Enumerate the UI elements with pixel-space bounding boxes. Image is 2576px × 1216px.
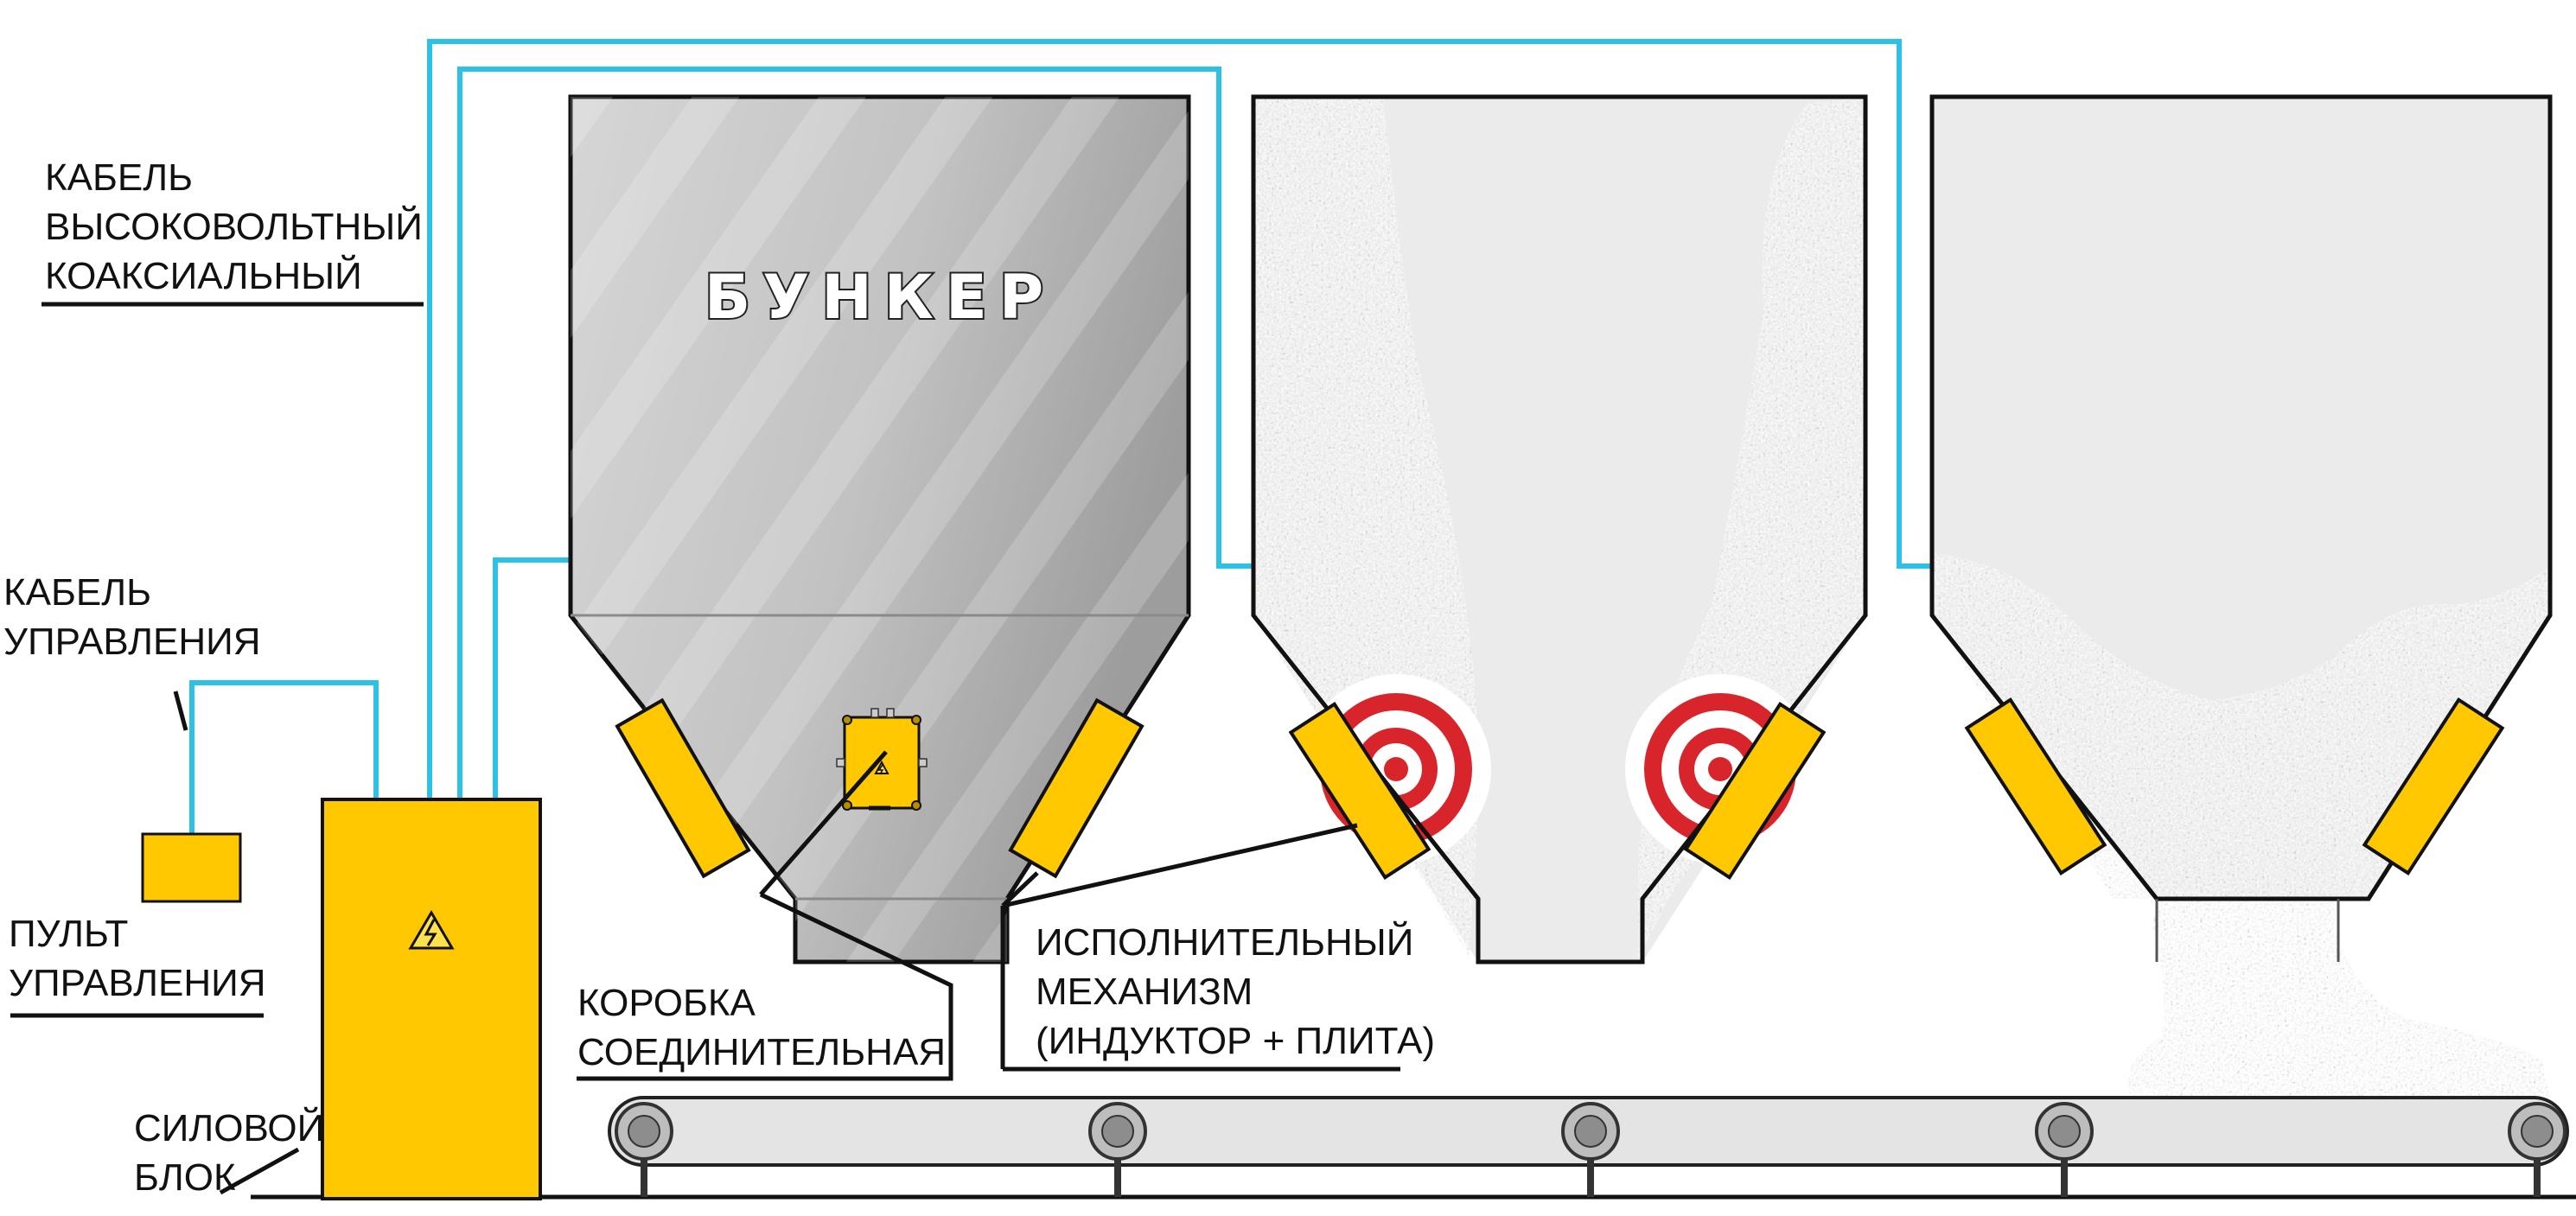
conveyor-roller	[1088, 1102, 1147, 1197]
conveyor-roller	[1561, 1102, 1620, 1197]
label-line: КАБЕЛЬ	[45, 156, 193, 199]
inductor-plate-right	[1008, 697, 1145, 879]
bunker-1: БУНКЕР	[568, 94, 1191, 965]
label-line: КОАКСИАЛЬНЫЙ	[45, 253, 362, 297]
label-hv-coaxial-cable: КАБЕЛЬ ВЫСОКОВОЛЬТНЫЙ КОАКСИАЛЬНЫЙ	[45, 156, 423, 297]
label-line: ВЫСОКОВОЛЬТНЫЙ	[45, 204, 423, 248]
control-cable	[189, 680, 379, 836]
label-power-unit: СИЛОВОЙ БЛОК	[134, 1105, 324, 1199]
hv-cable-to-bunker-2	[457, 67, 1253, 799]
label-line: МЕХАНИЗМ	[1036, 971, 1253, 1013]
inductor-plate-left	[1964, 697, 2107, 875]
high-voltage-warning-icon	[874, 760, 889, 775]
conveyor-roller	[2035, 1102, 2094, 1197]
bunker-title: БУНКЕР	[705, 262, 1055, 333]
bunker-2	[1251, 94, 1868, 965]
power-unit	[321, 798, 542, 1200]
inductor-plate-right	[1683, 702, 1827, 880]
label-line: (ИНДУКТОР + ПЛИТА)	[1036, 1020, 1435, 1062]
leader-lines	[10, 302, 1400, 1195]
label-line: БЛОК	[134, 1156, 236, 1199]
label-junction-box: КОРОБКА СОЕДИНИТЕЛЬНАЯ	[577, 982, 946, 1073]
high-voltage-warning-icon	[408, 910, 455, 950]
label-control-cable: КАБЕЛЬ УПРАВЛЕНИЯ	[3, 571, 261, 663]
control-panel	[141, 832, 242, 903]
label-line: ПУЛЬТ	[9, 913, 128, 955]
inductor-plate-left	[615, 697, 751, 879]
conveyor-roller	[615, 1102, 673, 1197]
label-line: СИЛОВОЙ	[134, 1105, 324, 1149]
label-actuator: ИСПОЛНИТЕЛЬНЫЙ МЕХАНИЗМ (ИНДУКТОР + ПЛИТ…	[1036, 920, 1435, 1062]
hv-cable-to-bunker-3	[427, 39, 1932, 799]
label-line: ИСПОЛНИТЕЛЬНЫЙ	[1036, 920, 1413, 964]
label-line: КАБЕЛЬ	[3, 571, 151, 614]
label-line: УПРАВЛЕНИЯ	[9, 962, 266, 1004]
label-control-panel: ПУЛЬТ УПРАВЛЕНИЯ	[9, 913, 266, 1004]
conveyor-roller	[2508, 1102, 2566, 1197]
label-line: КОРОБКА	[577, 982, 756, 1024]
label-line: СОЕДИНИТЕЛЬНАЯ	[577, 1031, 946, 1073]
bunker-3	[1929, 94, 2553, 1098]
inductor-plate-left	[1288, 702, 1431, 880]
inductor-plate-right	[2362, 697, 2505, 875]
label-line: УПРАВЛЕНИЯ	[3, 621, 261, 663]
conveyor	[251, 1096, 2576, 1200]
